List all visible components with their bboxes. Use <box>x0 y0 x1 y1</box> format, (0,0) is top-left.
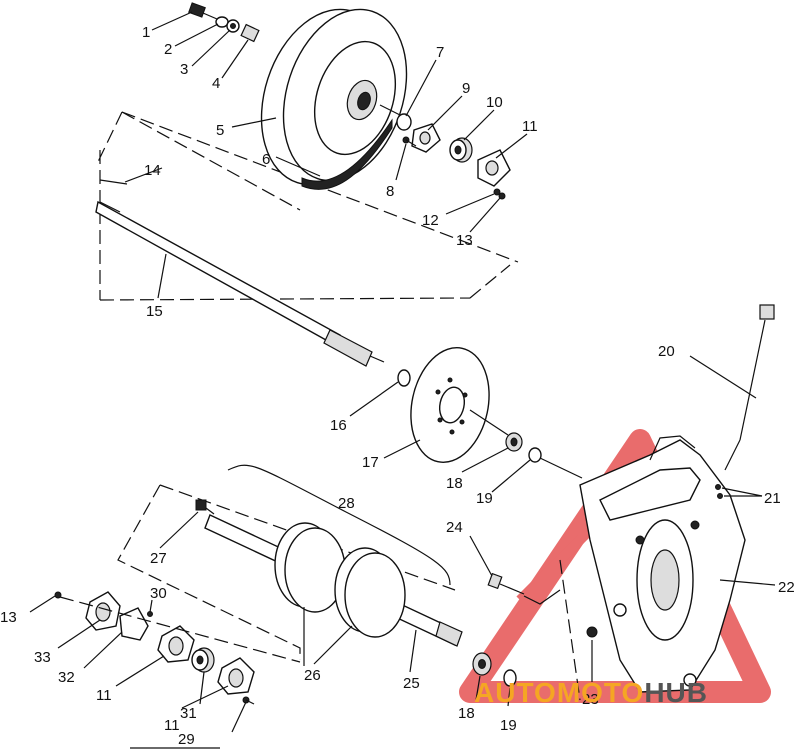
pin-part-30 <box>147 611 153 617</box>
callout-18-bottom: 18 <box>458 705 475 722</box>
callout-22: 22 <box>778 579 795 596</box>
callout-2: 2 <box>164 41 172 58</box>
shaft-part-15 <box>95 200 385 367</box>
ring-part-19-bottom <box>503 669 517 687</box>
flange-part-11-bottom <box>217 657 255 695</box>
callout-23: 23 <box>582 691 599 708</box>
callout-11: 11 <box>522 118 538 135</box>
screw-part-21a <box>715 484 721 490</box>
lower-outline-top <box>159 484 456 591</box>
callout-24: 24 <box>446 519 463 536</box>
flange-part-11-top <box>477 149 511 187</box>
callout-14: 14 <box>144 162 161 179</box>
callout-26: 26 <box>304 667 321 684</box>
nut-part-12 <box>493 188 501 196</box>
sprocket-part-26a <box>274 522 346 613</box>
sprocket-band-part-6 <box>301 118 393 190</box>
cable-part-20 <box>724 304 775 471</box>
callout-32: 32 <box>58 669 75 686</box>
callout-19-bottom: 19 <box>500 717 517 734</box>
washer-part-2 <box>215 16 229 28</box>
flange-part-33 <box>85 591 121 631</box>
screw-part-21b <box>717 493 723 499</box>
bolt-part-27 <box>195 499 215 515</box>
lower-bearing-axis <box>59 596 301 663</box>
callout-7: 7 <box>436 44 444 61</box>
callout-16: 16 <box>330 417 347 434</box>
bearing-part-31 <box>191 647 215 673</box>
callout-12: 12 <box>422 212 439 229</box>
callout-18: 18 <box>446 475 463 492</box>
callout-27: 27 <box>150 550 167 567</box>
bolt-part-1 <box>188 2 218 20</box>
leader-lines <box>29 11 776 733</box>
callout-6: 6 <box>262 151 270 168</box>
callout-29: 29 <box>178 731 195 748</box>
disc-axis-line <box>469 409 509 436</box>
pin-part-14 <box>99 179 128 185</box>
flange-part-9 <box>411 123 441 153</box>
callout-25: 25 <box>403 675 420 692</box>
callout-8: 8 <box>386 183 394 200</box>
watermark-part-2: MOTO <box>557 677 644 708</box>
callout-17: 17 <box>362 454 379 471</box>
snap-ring-part-16 <box>397 369 411 387</box>
callout-5: 5 <box>216 122 224 139</box>
callout-10: 10 <box>486 94 503 111</box>
bolt-part-8 <box>402 136 417 147</box>
chaincase-part-22 <box>579 435 746 693</box>
callout-3: 3 <box>180 61 188 78</box>
callout-30: 30 <box>150 585 167 602</box>
nut-part-13-top <box>498 192 506 200</box>
drum-part-5 <box>260 8 408 186</box>
flange-part-11-middle <box>157 625 195 663</box>
callout-11-bottom: 11 <box>164 717 180 734</box>
watermark-text: AUTOMOTOHUB <box>474 677 708 708</box>
gasket-part-32 <box>119 607 149 641</box>
lower-outline-left <box>117 484 301 660</box>
callout-15: 15 <box>146 303 163 320</box>
callout-21: 21 <box>764 490 781 507</box>
bolt-part-24 <box>487 572 525 595</box>
watermark-part-3: HUB <box>644 677 708 708</box>
callout-20: 20 <box>658 343 675 360</box>
nut-part-23 <box>586 626 598 638</box>
watermark-part-1: AUTO <box>474 677 557 708</box>
ring-part-19-top <box>528 447 542 463</box>
housing-dash <box>559 559 581 701</box>
callout-19: 19 <box>476 490 493 507</box>
callout-31: 31 <box>180 705 197 722</box>
bolt-part-29 <box>242 696 255 705</box>
brake-disc-part-17 <box>410 347 490 463</box>
callout-4: 4 <box>212 75 220 92</box>
callout-33: 33 <box>34 649 51 666</box>
callout-13: 13 <box>456 232 473 249</box>
sprocket-part-26b <box>334 547 406 638</box>
spacer-part-4 <box>240 23 260 43</box>
bracket-part-28 <box>227 464 451 586</box>
washer-part-7 <box>396 113 412 131</box>
nut-part-13-bottom <box>54 591 62 599</box>
callout-13-bottom: 13 <box>0 609 17 626</box>
callout-1: 1 <box>142 24 150 41</box>
callout-9: 9 <box>462 80 470 97</box>
callout-28: 28 <box>338 495 355 512</box>
callout-labels: 1 2 3 4 5 6 7 8 9 10 11 12 13 14 15 16 1… <box>0 24 795 748</box>
top-assembly-outline <box>95 111 511 301</box>
callout-11-middle: 11 <box>96 687 112 704</box>
bearing-part-10 <box>449 137 473 163</box>
